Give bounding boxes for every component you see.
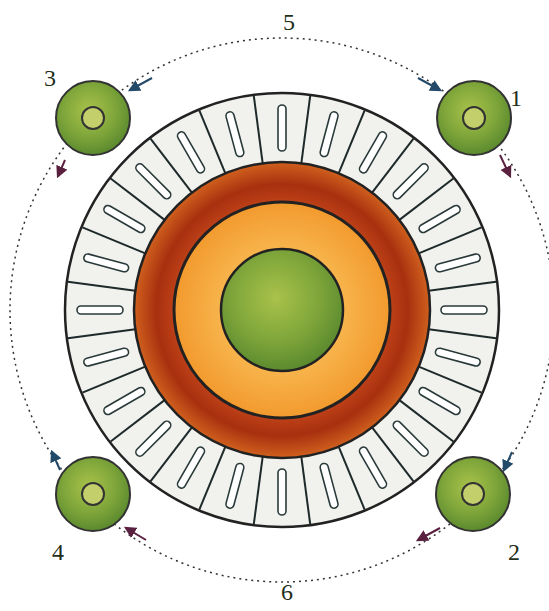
inner-rotor-ring — [174, 202, 390, 418]
small-rollers — [56, 81, 511, 531]
stator-slots — [68, 96, 496, 524]
callout-number: 2 — [508, 540, 520, 564]
outer-rotor-ring — [134, 162, 430, 458]
callout-number: 6 — [281, 580, 293, 604]
dotted-orbit — [10, 38, 549, 582]
callout-number: 5 — [283, 10, 295, 34]
core-circle — [221, 249, 343, 371]
orbit-arrows — [52, 78, 512, 540]
callout-number: 4 — [52, 540, 64, 564]
callout-number: 1 — [510, 86, 522, 110]
callout-number: 3 — [44, 66, 56, 90]
stator-ring — [65, 93, 499, 527]
